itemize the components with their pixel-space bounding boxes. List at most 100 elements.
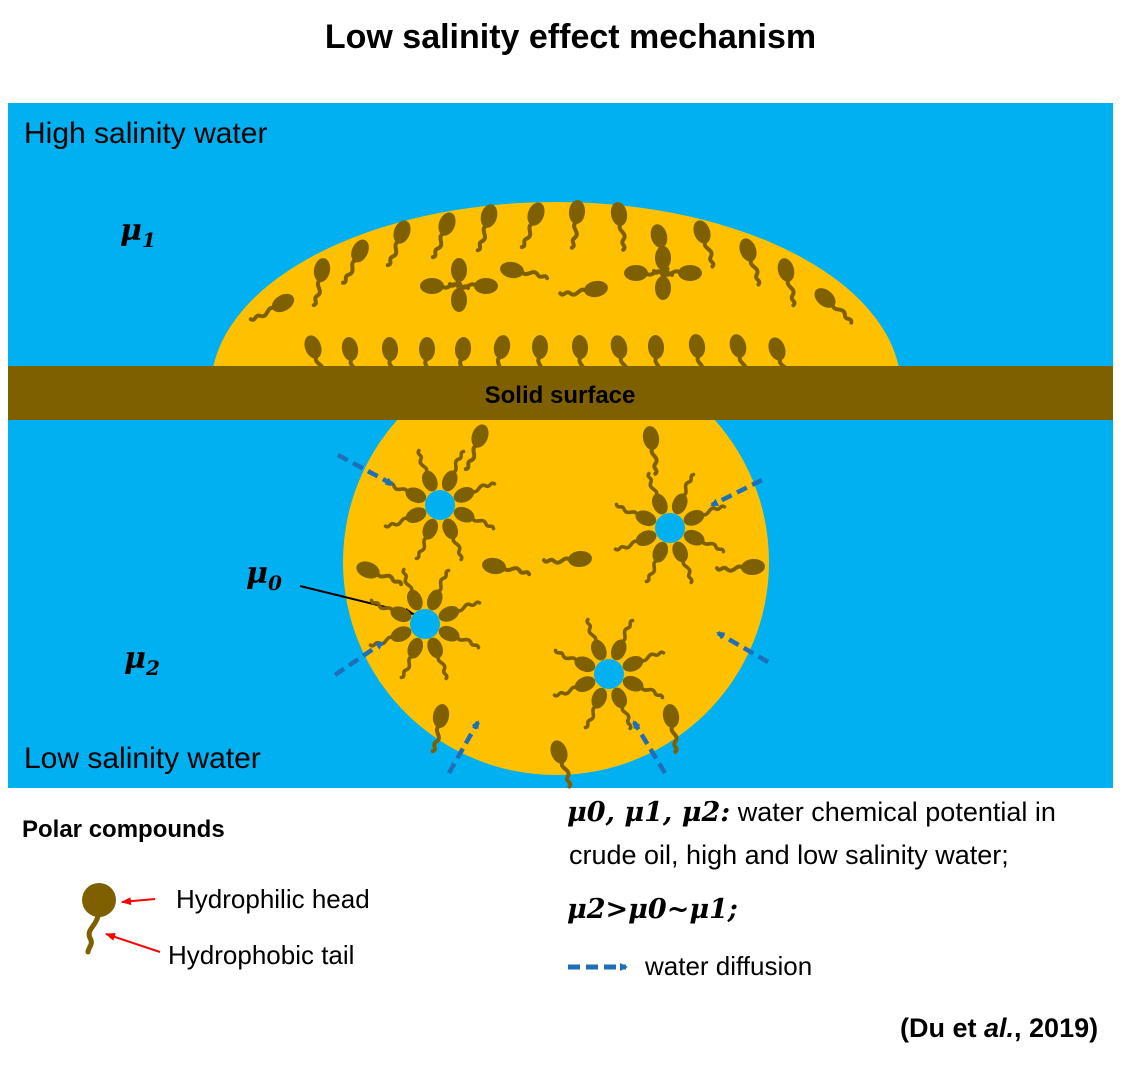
polar-molecule <box>448 278 498 294</box>
polar-molecule <box>438 625 481 650</box>
polar-molecule <box>454 337 472 387</box>
polar-molecule <box>610 618 635 661</box>
polar-molecule <box>416 448 438 492</box>
polar-molecule <box>419 337 435 387</box>
polar-molecules <box>248 200 854 789</box>
polar-molecule <box>662 704 680 754</box>
potential-definition-line1: μ0, μ1, μ2: water chemical potential in <box>567 797 1056 828</box>
polar-molecule <box>453 506 496 531</box>
polar-molecule <box>644 541 669 584</box>
polar-molecule <box>688 334 706 384</box>
citation-prefix: (Du et <box>900 1013 984 1043</box>
polar-molecule <box>383 507 427 529</box>
polar-molecule <box>430 704 450 754</box>
polar-molecule <box>646 471 668 515</box>
citation: (Du et al., 2019) <box>900 1013 1098 1044</box>
water-core <box>410 609 440 639</box>
water-micelle <box>613 471 727 585</box>
polar-molecule <box>613 530 657 552</box>
diffusion-arrow <box>710 477 764 508</box>
polar-molecule <box>426 568 451 611</box>
polar-molecule <box>642 426 660 476</box>
water-micelle <box>552 617 666 731</box>
potential-definition-line2: crude oil, high and low salinity water; <box>569 840 1009 870</box>
polar-molecule <box>568 200 586 250</box>
water-micelles <box>368 448 727 731</box>
hydrophilic-head-label: Hydrophilic head <box>176 884 370 914</box>
polar-molecule <box>500 261 550 281</box>
mu1-label: μ1 <box>120 213 156 252</box>
polar-molecule <box>532 335 548 385</box>
polar-molecule <box>714 558 765 576</box>
polar-molecule <box>729 334 749 384</box>
polar-molecule <box>611 687 633 731</box>
polar-molecule <box>438 600 482 622</box>
polar-molecule <box>739 238 762 287</box>
polar-molecule <box>399 637 424 680</box>
water-micelle <box>383 448 497 562</box>
polar-molecule <box>482 557 532 577</box>
polar-molecule <box>777 258 797 308</box>
polar-molecule <box>381 337 399 388</box>
water-core <box>425 490 455 520</box>
polar-molecule <box>683 504 727 526</box>
tail-pointer-arrow <box>105 933 161 953</box>
polar-molecule <box>622 675 665 700</box>
diffusion-arrows <box>333 453 770 775</box>
polar-molecule <box>541 550 592 568</box>
definition-text: water chemical potential in <box>730 797 1056 827</box>
diffusion-arrow <box>632 720 667 775</box>
potential-relation: μ2>μ0~μ1; <box>567 894 738 925</box>
polar-molecule <box>558 280 608 298</box>
upper-oil-droplet <box>213 202 899 366</box>
polar-molecule <box>463 424 489 472</box>
polar-molecule <box>610 202 628 252</box>
polar-molecule <box>430 212 456 260</box>
polar-molecule <box>356 561 404 587</box>
polar-molecule <box>475 204 498 253</box>
polar-molecule <box>610 335 630 385</box>
water-core <box>655 513 685 543</box>
diffusion-arrow <box>447 720 480 775</box>
definition-symbols: μ0, μ1, μ2: <box>567 797 731 828</box>
polar-molecule <box>341 337 359 387</box>
polar-molecule <box>622 650 666 672</box>
polar-molecule <box>552 676 596 698</box>
legend-molecule-icon <box>82 883 116 955</box>
polar-molecule <box>304 335 327 384</box>
polar-molecule <box>571 335 589 386</box>
polar-molecule <box>671 472 696 515</box>
polar-molecule <box>311 258 331 308</box>
polar-molecule <box>427 637 449 681</box>
polar-molecule <box>614 502 657 527</box>
water-diffusion-label: water diffusion <box>645 951 813 981</box>
head-pointer-arrow <box>121 897 156 906</box>
polar-molecule <box>248 293 295 322</box>
polar-molecule <box>401 567 423 611</box>
diffusion-arrow <box>333 641 384 677</box>
water-core <box>594 659 624 689</box>
polar-molecule <box>550 740 573 789</box>
polar-molecule <box>491 335 511 385</box>
legend-title: Polar compounds <box>22 816 225 843</box>
polar-molecule <box>652 265 702 281</box>
polar-molecule <box>583 687 608 730</box>
diffusion-arrow <box>716 631 770 664</box>
polar-molecule <box>585 617 607 661</box>
polar-molecule <box>672 541 694 585</box>
polar-molecule <box>553 648 596 673</box>
diagram-title: Low salinity effect mechanism <box>324 18 817 56</box>
water-micelle <box>368 567 482 681</box>
mu2-label: μ2 <box>124 641 160 680</box>
polar-molecule <box>814 288 854 325</box>
low-salinity-label: Low salinity water <box>24 742 261 775</box>
polar-molecule <box>414 518 439 561</box>
polar-molecule <box>442 518 464 562</box>
diffusion-arrow <box>336 453 394 486</box>
polar-molecule <box>519 202 545 250</box>
solid-surface-label: Solid surface <box>485 382 636 409</box>
citation-italic: al. <box>984 1013 1015 1043</box>
polar-molecule <box>683 529 726 554</box>
polar-molecule <box>768 337 791 386</box>
